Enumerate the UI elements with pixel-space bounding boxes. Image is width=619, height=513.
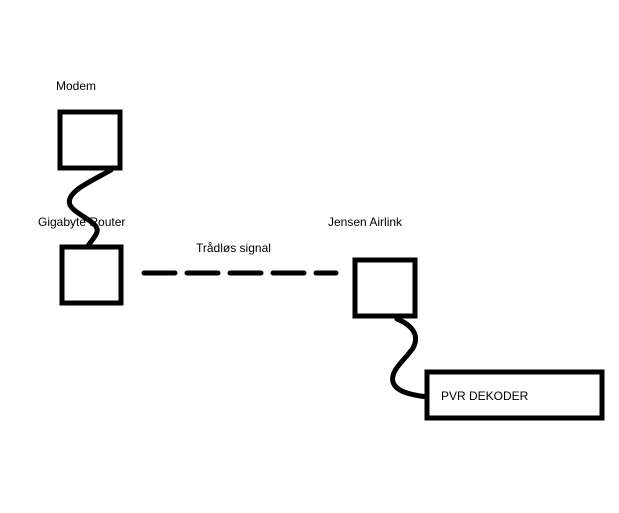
airlink-pvr-cable: [390, 316, 430, 400]
modem-label: Modem: [56, 79, 97, 93]
pvr-dekoder-box: [424, 369, 605, 421]
router-label: Gigabyte Router: [38, 215, 126, 229]
modem-router-cable: [66, 167, 114, 249]
router-box: [59, 244, 124, 306]
jensen-airlink-box: [352, 257, 418, 319]
pvr-label: PVR DEKODER: [441, 389, 529, 403]
modem-box: [57, 109, 123, 171]
airlink-label: Jensen Airlink: [328, 215, 403, 229]
wireless-signal-label: Trådløs signal: [196, 241, 271, 255]
